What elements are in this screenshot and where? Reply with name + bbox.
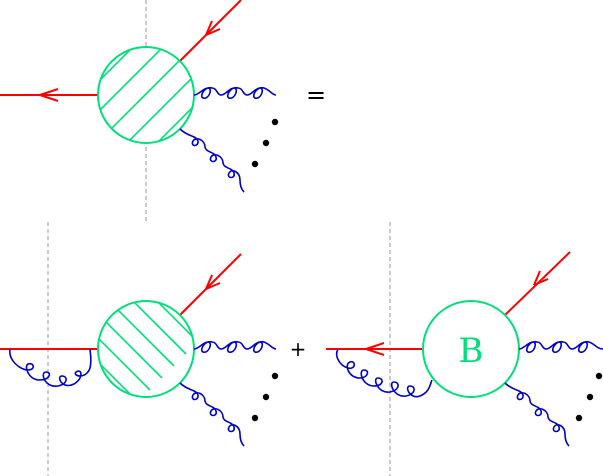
quark-arrow-icon xyxy=(533,270,549,286)
gluon-line xyxy=(518,340,603,353)
incoming-quark-line xyxy=(179,0,242,62)
gluon-loop xyxy=(9,348,92,387)
ellipsis-dot xyxy=(595,372,603,380)
ellipsis-dot xyxy=(251,414,259,422)
hatched-blob xyxy=(97,300,195,398)
gluon-line xyxy=(335,348,433,398)
quark-arrow-icon xyxy=(365,342,385,356)
lhs-diagram xyxy=(0,0,279,222)
gluon-line xyxy=(193,86,277,99)
ellipsis-dot xyxy=(586,393,594,401)
ellipsis-dot xyxy=(251,160,259,168)
ellipsis-dot xyxy=(262,393,270,401)
ellipsis-dot xyxy=(575,414,583,422)
quark-arrow-icon xyxy=(39,88,59,102)
blob-label: B xyxy=(459,331,484,371)
gluon-line xyxy=(179,128,245,193)
quark-arrow-icon xyxy=(205,274,221,290)
hatch-pattern xyxy=(98,301,194,397)
gluon-line xyxy=(193,340,277,353)
incoming-quark-line xyxy=(179,253,242,316)
rhs-diagram-1 xyxy=(0,222,279,476)
gluon-line xyxy=(179,382,245,447)
ellipsis-dot xyxy=(262,139,270,147)
equals-sign: = xyxy=(306,81,326,109)
ellipsis-dot xyxy=(271,118,279,126)
plus-sign: + xyxy=(290,337,307,361)
ellipsis-dot xyxy=(271,372,279,380)
gluon-line xyxy=(504,382,570,447)
rhs-diagram-2: B xyxy=(326,222,603,476)
quark-arrow-icon xyxy=(205,20,221,36)
